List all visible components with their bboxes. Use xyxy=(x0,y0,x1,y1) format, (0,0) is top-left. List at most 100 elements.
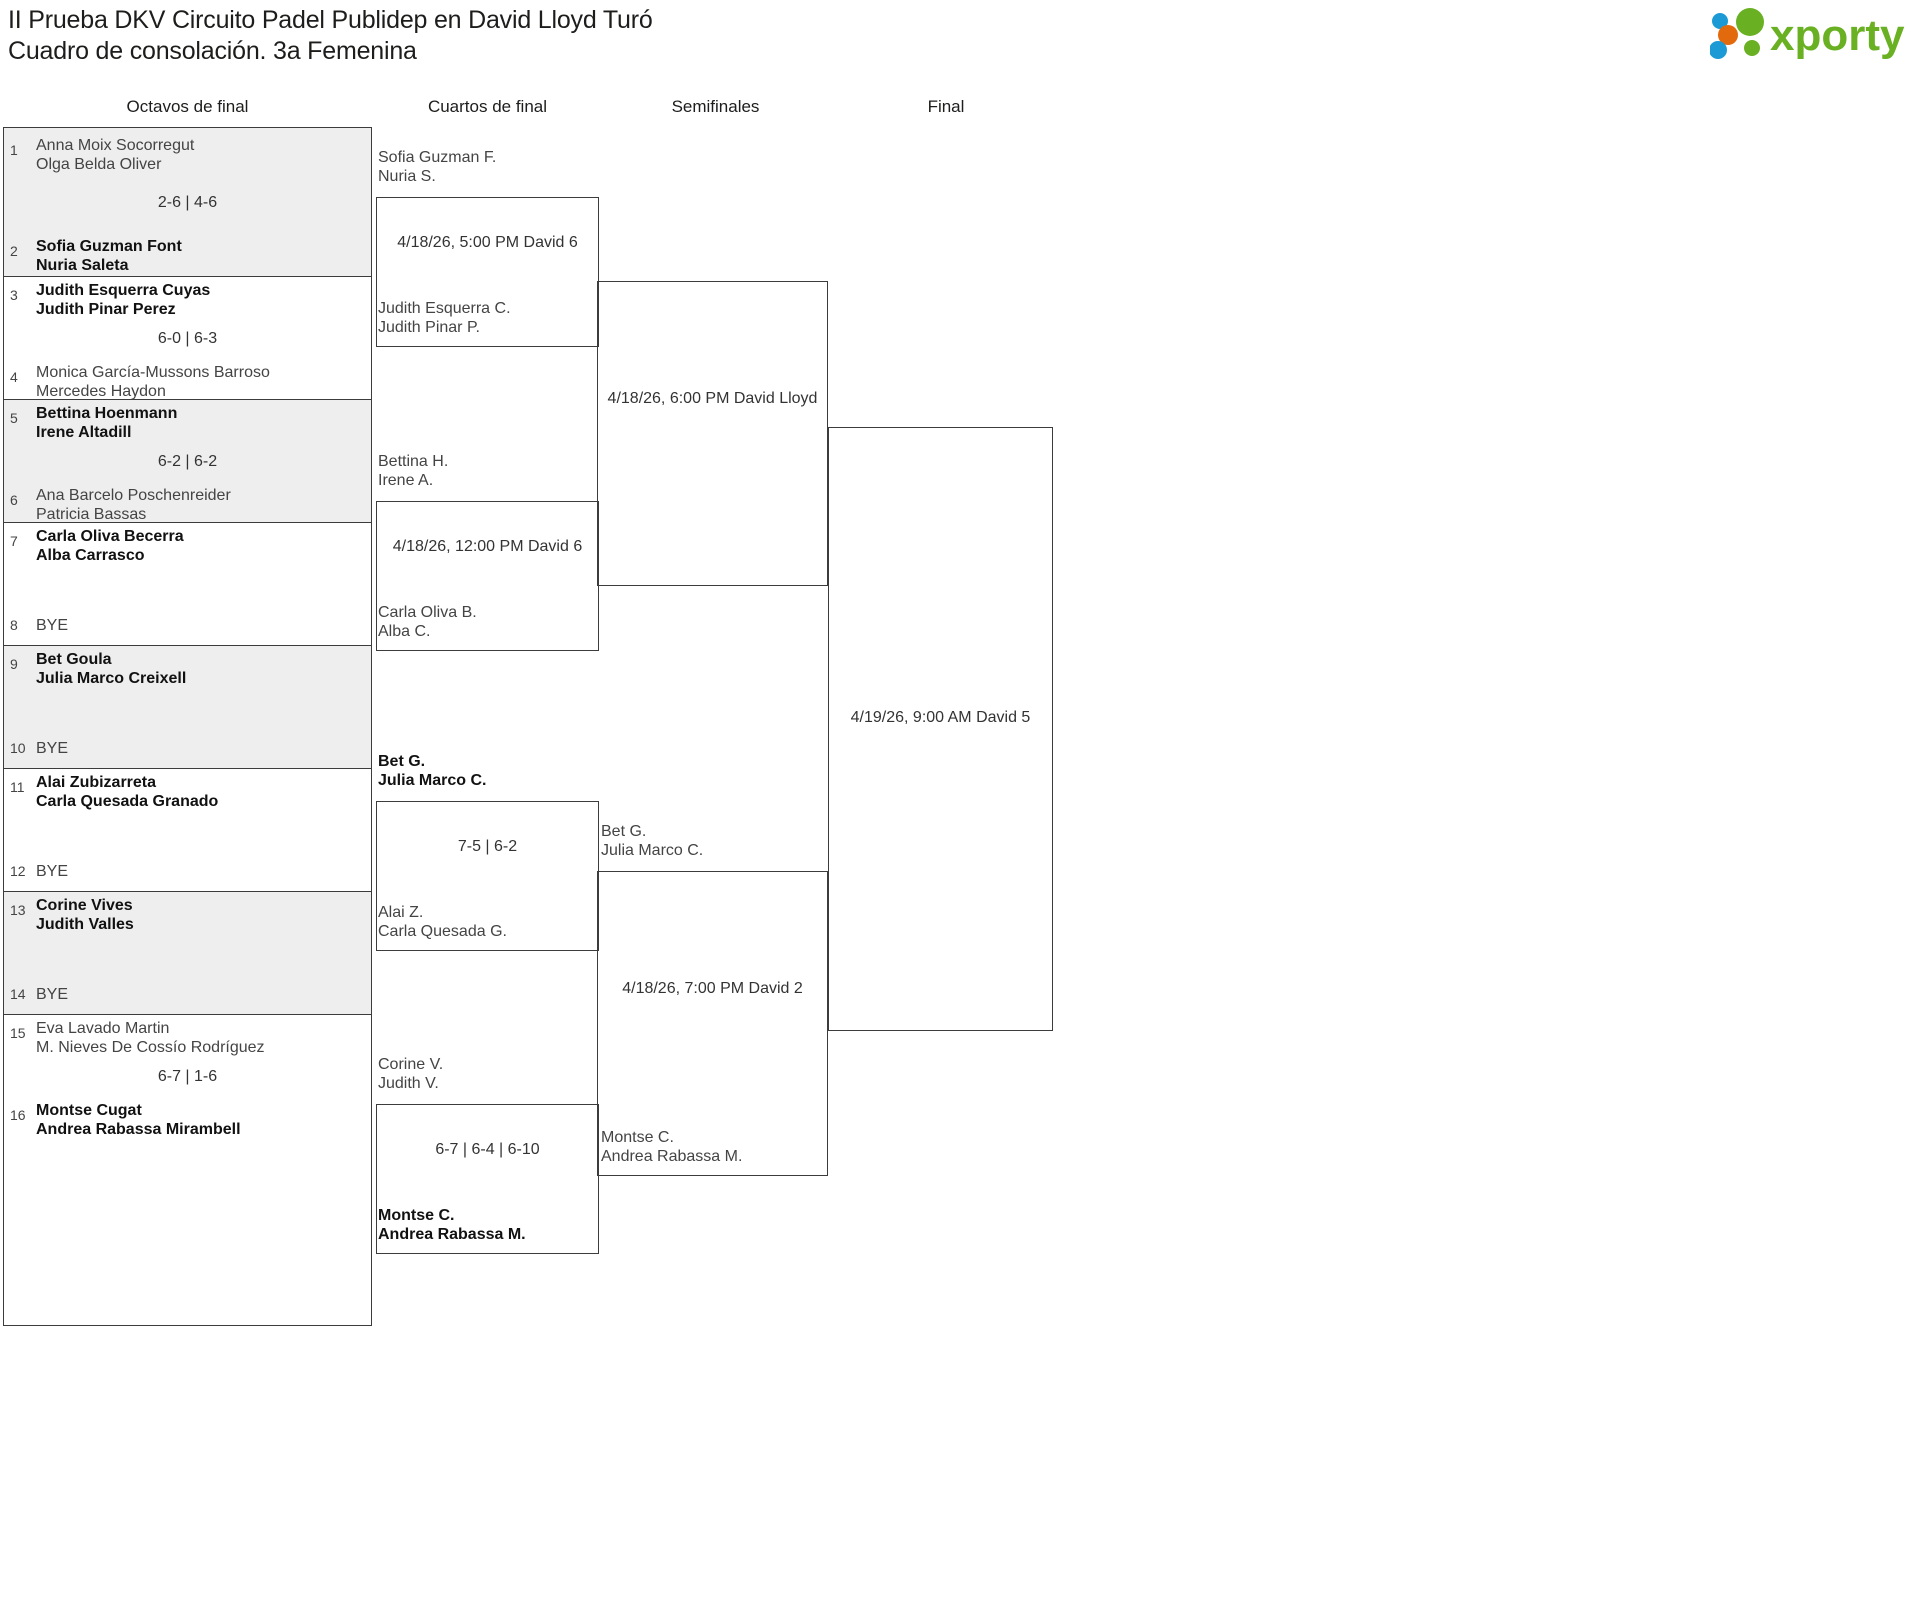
player-name: Judith Pinar Perez xyxy=(36,301,176,318)
cuartos-3-top-player-2: Julia Marco C. xyxy=(378,772,487,789)
player-name: Eva Lavado Martin xyxy=(36,1020,170,1037)
seed-number: 12 xyxy=(10,863,26,879)
player-name: Carla Oliva Becerra xyxy=(36,528,184,545)
logo-dot-green-large xyxy=(1736,8,1764,36)
round-header-final: Final xyxy=(927,97,965,116)
semifinal-match-2-box[interactable]: 4/18/26, 7:00 PM David 2 xyxy=(597,871,828,1176)
logo-dot-blue-bottom xyxy=(1709,41,1727,59)
player-name: Patricia Bassas xyxy=(36,506,147,523)
seed-number: 14 xyxy=(10,986,26,1002)
octavos-match-3[interactable]: 5 Bettina Hoenmann Irene Altadill 6-2 | … xyxy=(4,400,371,523)
cuartos-4-bottom-player-1: Montse C. xyxy=(378,1207,455,1224)
player-name: M. Nieves De Cossío Rodríguez xyxy=(36,1039,265,1056)
octavos-match-1[interactable]: 1 Anna Moix Socorregut Olga Belda Oliver… xyxy=(4,128,371,277)
player-name: Nuria Saleta xyxy=(36,257,129,274)
octavos-match-4[interactable]: 7 Carla Oliva Becerra Alba Carrasco 8 BY… xyxy=(4,523,371,646)
logo-dot-orange xyxy=(1718,25,1738,45)
cuartos-2-top-player-2: Irene A. xyxy=(378,472,434,489)
semifinal-2-top-player-2: Julia Marco C. xyxy=(601,842,704,859)
player-name: Mercedes Haydon xyxy=(36,383,166,400)
semifinal-2-top-player-1: Bet G. xyxy=(601,823,647,840)
player-name: Olga Belda Oliver xyxy=(36,156,162,173)
seed-number: 10 xyxy=(10,740,26,756)
bracket-subtitle: Cuadro de consolación. 3a Femenina xyxy=(8,37,417,65)
final-match-box[interactable]: 4/19/26, 9:00 AM David 5 xyxy=(828,427,1053,1031)
seed-number: 6 xyxy=(10,492,18,508)
match-score: 6-7 | 1-6 xyxy=(157,1068,218,1085)
match-score: 2-6 | 4-6 xyxy=(157,194,218,211)
seed-number: 4 xyxy=(10,369,18,385)
player-name: Alai Zubizarreta xyxy=(36,774,157,791)
match-score: 6-0 | 6-3 xyxy=(157,330,218,347)
cuartos-match-1-box[interactable]: 4/18/26, 5:00 PM David 6 xyxy=(376,197,599,347)
cuartos-3-label: 7-5 | 6-2 xyxy=(457,838,518,855)
octavos-match-6[interactable]: 11 Alai Zubizarreta Carla Quesada Granad… xyxy=(4,769,371,892)
player-name: Carla Quesada Granado xyxy=(36,793,219,810)
player-name: Bet Goula xyxy=(36,651,112,668)
bye-label: BYE xyxy=(36,617,69,634)
player-name: Sofia Guzman Font xyxy=(36,238,182,255)
player-name: Judith Valles xyxy=(36,916,134,933)
player-name: Anna Moix Socorregut xyxy=(36,137,195,154)
player-name: Montse Cugat xyxy=(36,1102,142,1119)
player-name: Corine Vives xyxy=(36,897,133,914)
semifinal-2-bottom-player-1: Montse C. xyxy=(601,1129,674,1146)
cuartos-1-label: 4/18/26, 5:00 PM David 6 xyxy=(397,234,578,251)
cuartos-2-bottom-player-1: Carla Oliva B. xyxy=(378,604,477,621)
cuartos-3-bottom-player-1: Alai Z. xyxy=(378,904,424,921)
seed-number: 5 xyxy=(10,410,18,426)
semifinal-2-label: 4/18/26, 7:00 PM David 2 xyxy=(622,980,803,997)
seed-number: 1 xyxy=(10,142,18,158)
logo-dot-green-small xyxy=(1744,40,1760,56)
seed-number: 13 xyxy=(10,902,26,918)
bye-label: BYE xyxy=(36,740,69,757)
player-name: Irene Altadill xyxy=(36,424,132,441)
tournament-title: II Prueba DKV Circuito Padel Publidep en… xyxy=(8,6,653,34)
logo-wordmark: xporty xyxy=(1770,11,1905,60)
octavos-match-5[interactable]: 9 Bet Goula Julia Marco Creixell 10 BYE xyxy=(4,646,371,769)
seed-number: 7 xyxy=(10,533,18,549)
cuartos-3-bottom-player-2: Carla Quesada G. xyxy=(378,923,507,940)
seed-number: 2 xyxy=(10,243,18,259)
logo-dot-blue-top xyxy=(1712,13,1728,29)
round-column-octavos: 1 Anna Moix Socorregut Olga Belda Oliver… xyxy=(3,127,372,1326)
xporty-logo-svg: xporty xyxy=(1709,8,1905,60)
xporty-logo[interactable]: xporty xyxy=(1709,8,1910,60)
player-name: Monica García-Mussons Barroso xyxy=(36,364,270,381)
semifinal-match-1-box[interactable]: 4/18/26, 6:00 PM David Lloyd xyxy=(597,281,828,586)
round-header-cuartos: Cuartos de final xyxy=(427,97,548,116)
seed-number: 3 xyxy=(10,287,18,303)
player-name: Judith Esquerra Cuyas xyxy=(36,282,211,299)
cuartos-2-top-player-1: Bettina H. xyxy=(378,453,449,470)
bye-label: BYE xyxy=(36,986,69,1003)
seed-number: 9 xyxy=(10,656,18,672)
cuartos-2-bottom-player-2: Alba C. xyxy=(378,623,431,640)
cuartos-3-top-player-1: Bet G. xyxy=(378,753,426,770)
cuartos-match-4-box[interactable]: 6-7 | 6-4 | 6-10 xyxy=(376,1104,599,1254)
octavos-match-7[interactable]: 13 Corine Vives Judith Valles 14 BYE xyxy=(4,892,371,1015)
cuartos-4-bottom-player-2: Andrea Rabassa M. xyxy=(378,1226,526,1243)
semifinal-2-bottom-player-2: Andrea Rabassa M. xyxy=(601,1148,743,1165)
cuartos-4-top-player-1: Corine V. xyxy=(378,1056,444,1073)
page-header: II Prueba DKV Circuito Padel Publidep en… xyxy=(0,0,1920,70)
cuartos-4-top-player-2: Judith V. xyxy=(378,1075,439,1092)
page-title: II Prueba DKV Circuito Padel Publidep en… xyxy=(8,5,653,67)
octavos-match-2[interactable]: 3 Judith Esquerra Cuyas Judith Pinar Per… xyxy=(4,277,371,400)
seed-number: 11 xyxy=(10,779,25,795)
player-name: Alba Carrasco xyxy=(36,547,145,564)
round-header-octavos: Octavos de final xyxy=(126,97,249,116)
player-name: Andrea Rabassa Mirambell xyxy=(36,1121,241,1138)
octavos-match-8[interactable]: 15 Eva Lavado Martin M. Nieves De Cossío… xyxy=(4,1015,371,1140)
cuartos-match-3-box[interactable]: 7-5 | 6-2 xyxy=(376,801,599,951)
semifinal-1-label: 4/18/26, 6:00 PM David Lloyd xyxy=(607,390,818,407)
cuartos-4-label: 6-7 | 6-4 | 6-10 xyxy=(435,1141,540,1158)
cuartos-2-label: 4/18/26, 12:00 PM David 6 xyxy=(392,538,583,555)
round-header-semifinales: Semifinales xyxy=(671,97,760,116)
cuartos-1-bottom-player-1: Judith Esquerra C. xyxy=(378,300,511,317)
player-name: Julia Marco Creixell xyxy=(36,670,187,687)
player-name: Ana Barcelo Poschenreider xyxy=(36,487,231,504)
final-label: 4/19/26, 9:00 AM David 5 xyxy=(850,709,1031,726)
cuartos-1-top-player-2: Nuria S. xyxy=(378,168,436,185)
bye-label: BYE xyxy=(36,863,69,880)
cuartos-match-2-box[interactable]: 4/18/26, 12:00 PM David 6 xyxy=(376,501,599,651)
